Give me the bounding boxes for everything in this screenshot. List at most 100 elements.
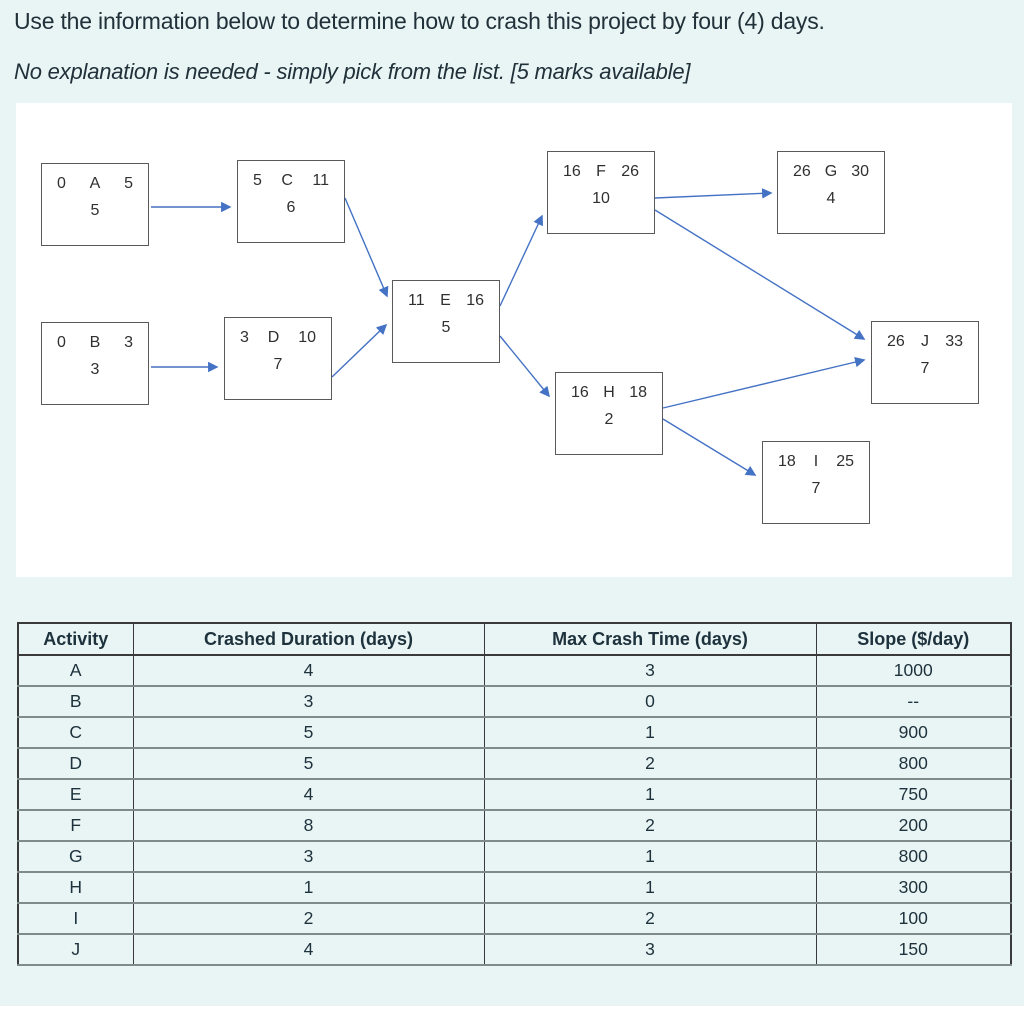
cell-slope: 900 — [815, 716, 1012, 749]
activity-node-D: 3 D 10 7 — [224, 317, 332, 400]
cell-max-crash-time: 1 — [483, 778, 817, 811]
node-early-start: 0 — [57, 334, 66, 351]
table-row: A 4 3 1000 — [17, 654, 1012, 687]
cell-slope: 800 — [815, 840, 1012, 873]
node-duration: 7 — [811, 480, 821, 497]
node-early-start: 16 — [571, 384, 589, 401]
node-early-finish: 25 — [836, 453, 854, 470]
cell-activity: G — [17, 840, 134, 873]
edge-D-E — [331, 323, 388, 378]
table-row: J 4 3 150 — [17, 933, 1012, 966]
edge-H-J — [662, 356, 866, 409]
node-label: E — [440, 292, 451, 309]
node-duration: 5 — [441, 319, 451, 336]
cell-max-crash-time: 2 — [483, 902, 817, 935]
node-early-finish: 33 — [945, 333, 963, 350]
cell-max-crash-time: 1 — [483, 871, 817, 904]
node-early-finish: 30 — [851, 163, 869, 180]
node-early-finish: 10 — [298, 329, 316, 346]
node-duration: 2 — [604, 411, 614, 428]
cell-crashed-duration: 8 — [132, 809, 485, 842]
table-row: G 3 1 800 — [17, 840, 1012, 873]
crash-cost-table: Activity Crashed Duration (days) Max Cra… — [17, 622, 1012, 966]
cell-max-crash-time: 2 — [483, 747, 817, 780]
cell-max-crash-time: 2 — [483, 809, 817, 842]
node-early-finish: 3 — [124, 334, 133, 351]
cell-max-crash-time: 3 — [483, 654, 817, 687]
node-label: J — [921, 333, 929, 350]
table-row: E 4 1 750 — [17, 778, 1012, 811]
page-subtitle: No explanation is needed - simply pick f… — [14, 59, 691, 84]
node-early-finish: 18 — [629, 384, 647, 401]
cell-max-crash-time: 0 — [483, 685, 817, 718]
node-label: I — [813, 453, 819, 470]
table-row: I 2 2 100 — [17, 902, 1012, 935]
activity-node-A: 0 A 5 5 — [41, 163, 149, 246]
node-label: A — [89, 175, 101, 192]
node-early-start: 26 — [793, 163, 811, 180]
header-activity: Activity — [17, 623, 134, 656]
cell-crashed-duration: 3 — [132, 685, 485, 718]
node-early-finish: 16 — [466, 292, 484, 309]
cell-crashed-duration: 1 — [132, 871, 485, 904]
cell-activity: J — [17, 933, 134, 966]
node-duration: 5 — [90, 202, 100, 219]
cell-activity: C — [17, 716, 134, 749]
node-early-start: 0 — [57, 175, 66, 192]
cell-slope: 750 — [815, 778, 1012, 811]
activity-node-G: 26 G 30 4 — [777, 151, 885, 234]
cell-activity: I — [17, 902, 134, 935]
cell-slope: 100 — [815, 902, 1012, 935]
cell-slope: 200 — [815, 809, 1012, 842]
node-duration: 7 — [273, 356, 283, 373]
cell-slope: 300 — [815, 871, 1012, 904]
cell-activity: F — [17, 809, 134, 842]
node-label: F — [596, 163, 606, 180]
node-label: G — [824, 163, 838, 180]
table-row: C 5 1 900 — [17, 716, 1012, 749]
activity-node-J: 26 J 33 7 — [871, 321, 979, 404]
table-row: D 5 2 800 — [17, 747, 1012, 780]
node-duration: 7 — [920, 360, 930, 377]
edge-E-H — [499, 335, 550, 398]
header-crashed-duration: Crashed Duration (days) — [132, 623, 485, 656]
cell-activity: H — [17, 871, 134, 904]
cell-max-crash-time: 3 — [483, 933, 817, 966]
cell-crashed-duration: 3 — [132, 840, 485, 873]
edge-C-E — [344, 197, 389, 298]
edge-F-G — [654, 188, 773, 199]
cell-activity: E — [17, 778, 134, 811]
diagram-edges — [151, 188, 866, 476]
node-early-start: 18 — [778, 453, 796, 470]
table-row: B 3 0 -- — [17, 685, 1012, 718]
table-header-row: Activity Crashed Duration (days) Max Cra… — [17, 623, 1012, 656]
edge-E-F — [499, 214, 543, 307]
cell-crashed-duration: 4 — [132, 654, 485, 687]
cell-crashed-duration: 2 — [132, 902, 485, 935]
cell-slope: 800 — [815, 747, 1012, 780]
cell-crashed-duration: 4 — [132, 933, 485, 966]
activity-node-E: 11 E 16 5 — [392, 280, 500, 363]
bottom-strip — [0, 1006, 1024, 1020]
node-duration: 6 — [286, 199, 296, 216]
header-max-crash-time: Max Crash Time (days) — [483, 623, 817, 656]
activity-node-F: 16 F 26 10 — [547, 151, 655, 234]
cell-activity: A — [17, 654, 134, 687]
node-early-start: 5 — [253, 172, 262, 189]
network-diagram-panel: 0 A 5 5 0 B 3 3 5 C 11 6 3 D 10 7 11 E — [16, 103, 1012, 577]
node-early-start: 16 — [563, 163, 581, 180]
node-label: C — [281, 172, 293, 189]
node-early-finish: 5 — [124, 175, 133, 192]
node-early-finish: 11 — [312, 172, 329, 189]
edge-H-I — [662, 418, 757, 476]
node-label: D — [267, 329, 280, 346]
cell-activity: D — [17, 747, 134, 780]
node-label: B — [89, 334, 101, 351]
page-title: Use the information below to determine h… — [14, 8, 825, 34]
cell-crashed-duration: 5 — [132, 716, 485, 749]
cell-max-crash-time: 1 — [483, 840, 817, 873]
edge-F-J — [654, 209, 866, 340]
node-early-finish: 26 — [621, 163, 639, 180]
table-row: H 1 1 300 — [17, 871, 1012, 904]
cell-max-crash-time: 1 — [483, 716, 817, 749]
